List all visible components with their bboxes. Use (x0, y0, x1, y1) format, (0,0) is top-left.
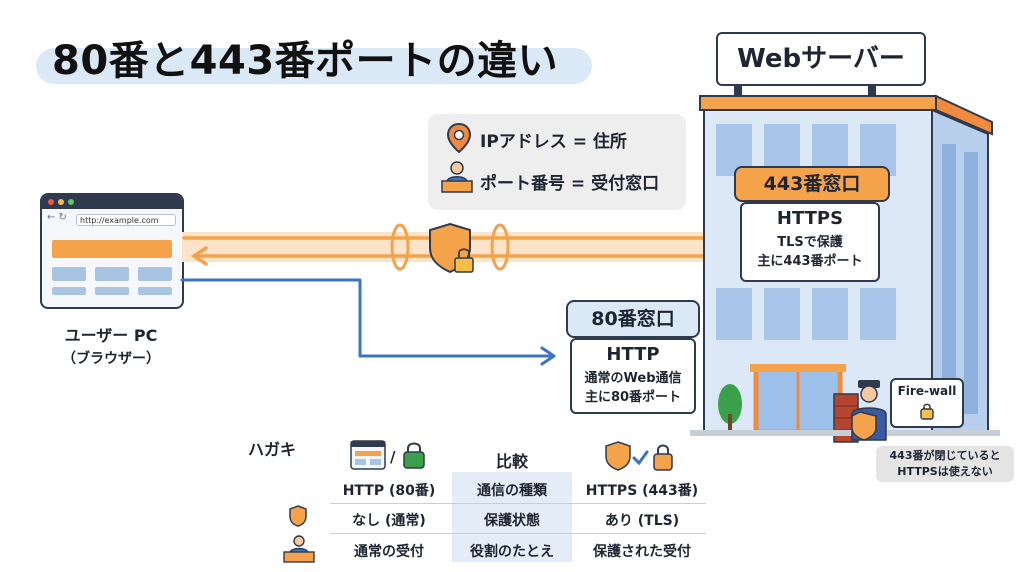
legend-ip-label: IPアドレス = 住所 (480, 132, 627, 152)
table-caption: ハガキ (248, 440, 297, 459)
page-card (95, 287, 129, 295)
shield-icon (289, 505, 307, 527)
page-card (138, 287, 172, 295)
https-desc-2: 主に443番ポート (757, 254, 863, 269)
page-card (52, 267, 86, 281)
firewall-label: Fire-wall (897, 384, 957, 398)
shield-check-lock-icon (605, 441, 673, 471)
https-protocol-label: HTTPS (776, 208, 844, 229)
row1-left: HTTP (80番) (342, 483, 436, 499)
http-desc-1: 通常のWeb通信 (584, 371, 682, 386)
https-response-arrowhead (190, 246, 208, 266)
page-title: 80番と443番ポートの違い (52, 38, 559, 84)
browser-page-icon (350, 440, 386, 470)
location-pin-icon (446, 122, 472, 154)
row1-right: HTTPS (443番) (585, 483, 699, 499)
legend-port-label: ポート番号 = 受付窓口 (480, 174, 660, 194)
title-highlight (36, 48, 592, 84)
lock-icon (920, 403, 934, 420)
firewall-box: Fire-wall (890, 378, 964, 428)
row2-mid: 保護状態 (484, 513, 540, 529)
firewall-note-line1: 443番が閉じていると (889, 449, 1001, 462)
http-desc-2: 主に80番ポート (584, 390, 682, 405)
comparison-column (452, 472, 572, 562)
page-card (95, 267, 129, 281)
tunnel-ring (390, 223, 410, 271)
firewall-note: 443番が閉じていると HTTPSは使えない (876, 446, 1014, 482)
table-header-mid: 比較 (495, 452, 528, 471)
port-443-tag: 443番窓口 (734, 166, 890, 202)
reception-desk-icon (441, 161, 473, 193)
row2-right: あり (TLS) (604, 513, 680, 529)
table-divider (330, 533, 706, 534)
row3-right: 保護された受付 (593, 544, 691, 560)
row3-mid: 役割のたとえ (470, 544, 554, 560)
address-bar: http://example.com (76, 214, 176, 226)
https-desc-1: TLSで保護 (777, 235, 843, 250)
row2-left: なし (通常) (352, 513, 426, 529)
browser-nav-icons: ← ↻ (47, 212, 67, 223)
server-sign: Webサーバー (716, 32, 926, 86)
tunnel-ring (490, 223, 510, 271)
port-80-tag: 80番窓口 (566, 300, 700, 338)
http-protocol-label: HTTP (606, 344, 660, 365)
shield-lock-icon (429, 222, 474, 274)
http-arrowhead (540, 346, 556, 366)
firewall-note-line2: HTTPSは使えない (897, 465, 993, 478)
window-minimize-dot (58, 199, 64, 205)
client-label: ユーザー PC (64, 326, 158, 345)
port-80-info: HTTP 通常のWeb通信 主に80番ポート (570, 338, 696, 414)
reception-desk-icon (283, 535, 315, 563)
page-card (52, 287, 86, 295)
http-arrow (180, 278, 554, 358)
page-card (138, 267, 172, 281)
port-443-info: HTTPS TLSで保護 主に443番ポート (740, 202, 880, 282)
icon-separator: / (390, 448, 396, 466)
row1-mid: 通信の種類 (477, 483, 547, 499)
page-banner (52, 240, 172, 258)
row3-left: 通常の受付 (354, 544, 424, 560)
browser-titlebar (42, 195, 182, 209)
client-sublabel: （ブラウザー） (62, 351, 160, 367)
table-divider (330, 503, 706, 504)
green-lock-icon (403, 442, 425, 469)
window-close-dot (48, 199, 54, 205)
legend-box (428, 114, 686, 210)
window-maximize-dot (68, 199, 74, 205)
security-guard-icon (851, 380, 887, 441)
